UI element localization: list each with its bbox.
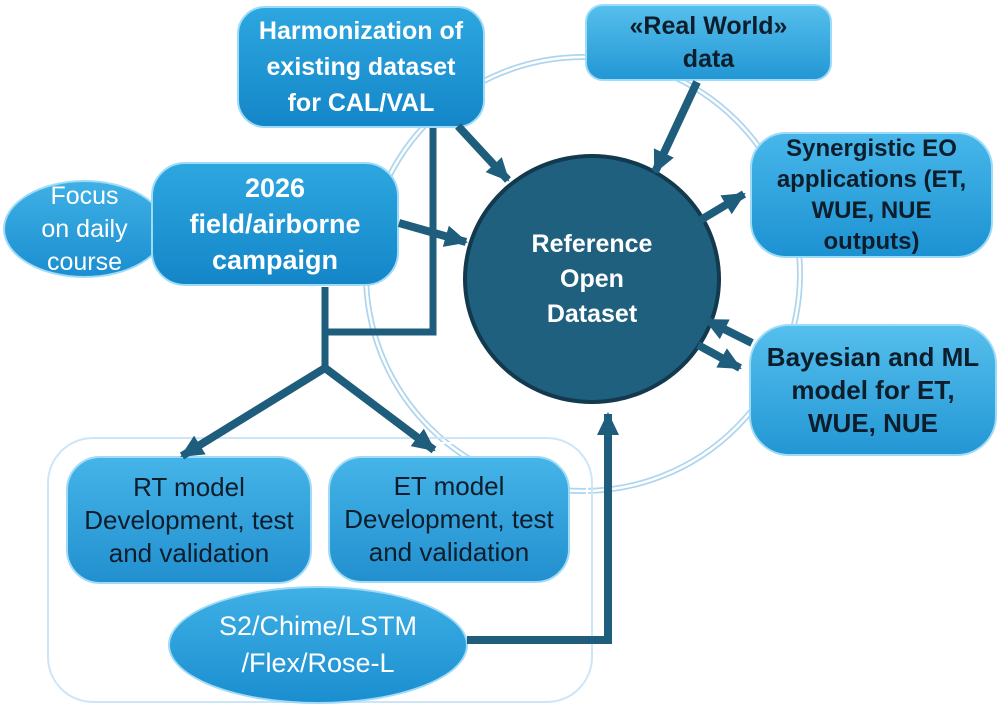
node-et-model-label: ET model Development, test and validatio… bbox=[344, 471, 554, 567]
node-harmonization-label: Harmonization of existing dataset for CA… bbox=[258, 17, 464, 117]
node-reference-open-dataset-label: Reference Open Dataset bbox=[531, 229, 653, 328]
node-bayesian-ml-model-label: Bayesian and ML model for ET, WUE, NUE bbox=[766, 341, 980, 438]
node-synergistic-eo-applications: Synergistic EO applications (ET, WUE, NU… bbox=[750, 132, 993, 258]
node-harmonization: Harmonization of existing dataset for CA… bbox=[237, 6, 485, 128]
node-sensors-ellipse: S2/Chime/LSTM /Flex/Rose-L bbox=[168, 586, 468, 704]
arrow-real-world-to-reference bbox=[651, 80, 701, 174]
node-sensors-ellipse-label: S2/Chime/LSTM /Flex/Rose-L bbox=[218, 611, 418, 678]
node-synergistic-eo-applications-label: Synergistic EO applications (ET, WUE, NU… bbox=[776, 135, 967, 255]
arrow-reference-to-synergistic bbox=[696, 190, 747, 225]
arrow-campaign-to-reference bbox=[397, 219, 468, 247]
node-rt-model-label: RT model Development, test and validatio… bbox=[84, 471, 294, 568]
node-reference-open-dataset: Reference Open Dataset bbox=[463, 154, 721, 404]
node-bayesian-ml-model: Bayesian and ML model for ET, WUE, NUE bbox=[749, 324, 997, 456]
node-et-model: ET model Development, test and validatio… bbox=[328, 456, 570, 583]
node-2026-campaign-label: 2026 field/airborne campaign bbox=[189, 173, 361, 275]
node-focus-daily-course: Focus on daily course bbox=[3, 180, 166, 278]
node-rt-model: RT model Development, test and validatio… bbox=[66, 456, 312, 584]
arrow-reference-to-bayesian bbox=[696, 341, 742, 372]
node-2026-campaign: 2026 field/airborne campaign bbox=[151, 162, 399, 286]
node-real-world-data: «Real World» data bbox=[585, 4, 832, 81]
node-real-world-data-label: «Real World» data bbox=[629, 11, 788, 73]
arrow-bayesian-to-reference bbox=[704, 316, 754, 347]
arrow-harmonization-to-reference bbox=[455, 123, 511, 183]
node-focus-daily-course-label: Focus on daily course bbox=[41, 181, 128, 276]
